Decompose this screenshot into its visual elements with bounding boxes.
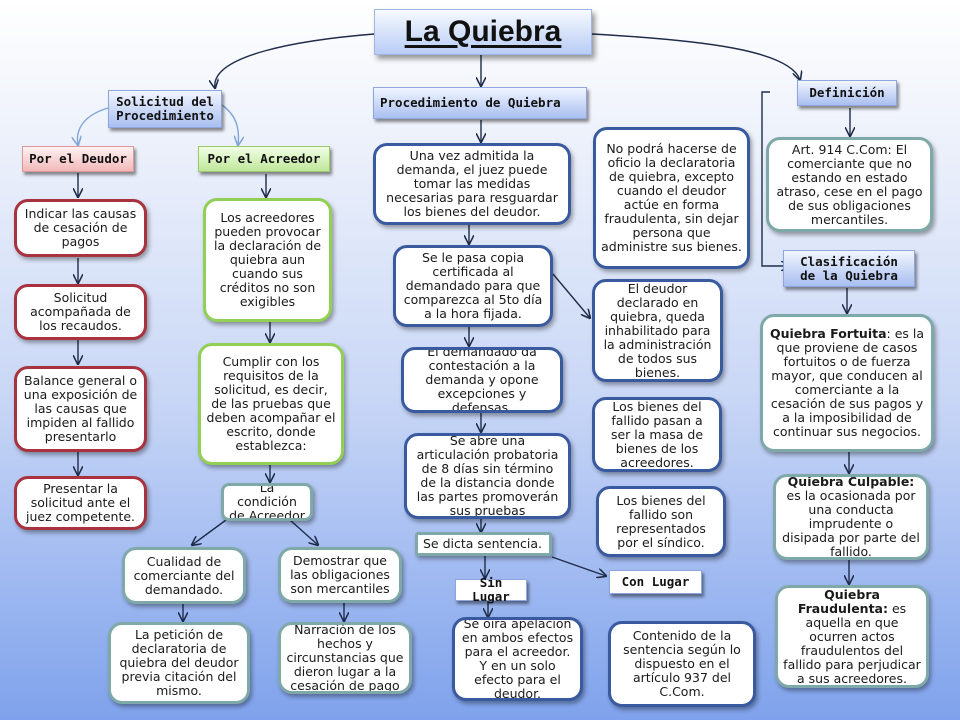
- deudor-step-2: Solicitud acompañada de los recaudos.: [14, 284, 147, 340]
- clasificacion-label: Clasificación de la Quiebra: [783, 250, 915, 287]
- page-title-text: La Quiebra: [404, 15, 562, 48]
- por-el-acreedor-label: Por el Acreedor: [198, 146, 330, 172]
- page-title: La Quiebra: [374, 9, 592, 55]
- procedimiento-step-1: Una vez admitida la demanda, el juez pue…: [373, 143, 571, 225]
- arrow-sentencia-conlugar: [551, 556, 606, 576]
- arrow-copia-inhabilitado: [552, 273, 590, 318]
- deudor-inhabilitado: El deudor declarado en quiebra, queda in…: [592, 279, 723, 382]
- por-el-deudor-label: Por el Deudor: [22, 146, 134, 172]
- solicitud-heading: Solicitud del Procedimiento: [108, 90, 222, 128]
- arrow-solicitud-to-deudor: [77, 107, 109, 145]
- deudor-step-3: Balance general o una exposición de las …: [14, 366, 147, 452]
- procedimiento-step-3: El demandado da contestación a la demand…: [401, 347, 563, 413]
- quiebra-culpable: Quiebra Culpable: es la ocasionada por u…: [773, 474, 929, 560]
- procedimiento-step-4: Se abre una articulación probatoria de 8…: [404, 433, 571, 519]
- deudor-step-1: Indicar las causas de cesación de pagos: [14, 199, 147, 257]
- bienes-sindico: Los bienes del fallido son representados…: [596, 486, 726, 557]
- bienes-masa: Los bienes del fallido pasan a ser la ma…: [592, 397, 722, 472]
- arrow-condicion-cualidad: [192, 519, 227, 545]
- acreedor-box-1: Los acreedores pueden provocar la declar…: [203, 198, 332, 322]
- culpable-title: Quiebra Culpable:: [787, 474, 915, 489]
- narracion-hechos: Narración de los hechos y circunstancias…: [278, 622, 412, 694]
- arrow-condicion-demostrar: [289, 519, 318, 545]
- definicion-box: Art. 914 C.Com: El comerciante que no es…: [766, 137, 933, 232]
- quiebra-fraudulenta: Quiebra Fraudulenta: es aquella en que o…: [775, 585, 929, 688]
- quiebra-fortuita: Quiebra Fortuita: es la que proviene de …: [760, 314, 934, 452]
- deudor-step-4: Presentar la solicitud ante el juez comp…: [14, 476, 147, 530]
- cualidad-comerciante: Cualidad de comerciante del demandado.: [122, 547, 246, 604]
- procedimiento-heading: Procedimiento de Quiebra: [373, 87, 587, 119]
- definicion-label: Definición: [797, 80, 897, 106]
- con-lugar-label: Con Lugar: [609, 570, 702, 594]
- apelacion-box: Se oirá apelación en ambos efectos para …: [452, 617, 583, 701]
- fortuita-text: : es la que proviene de casos fortuitos …: [770, 326, 925, 439]
- se-dicta-sentencia: Se dicta sentencia.: [415, 532, 552, 556]
- arrow-solicitud-to-acreedor: [221, 104, 238, 145]
- contenido-sentencia: Contenido de la sentencia según lo dispu…: [608, 621, 756, 707]
- fraudulenta-title: Quiebra Fraudulenta:: [797, 586, 888, 616]
- peticion-declaratoria: La petición de declaratoria de quiebra d…: [108, 622, 250, 704]
- arrow-title-to-definicion: [591, 33, 800, 80]
- sin-lugar-label: Sin Lugar: [455, 576, 527, 604]
- culpable-text: es la ocasionada por una conducta imprud…: [782, 488, 920, 559]
- demostrar-obligaciones: Demostrar que las obligaciones son merca…: [278, 547, 402, 603]
- condicion-acreedor: La condición de Acreedor: [221, 483, 313, 521]
- acreedor-box-2: Cumplir con los requisitos de la solicit…: [198, 343, 344, 465]
- no-podra-oficio: No podrá hacerse de oficio la declarator…: [593, 127, 750, 269]
- fraudulenta-text: es aquella en que ocurren actos fraudule…: [783, 600, 921, 686]
- arrow-title-to-solicitud: [215, 33, 375, 88]
- procedimiento-step-2: Se le pasa copia certificada al demandad…: [393, 245, 553, 327]
- fortuita-title: Quiebra Fortuita: [769, 326, 887, 341]
